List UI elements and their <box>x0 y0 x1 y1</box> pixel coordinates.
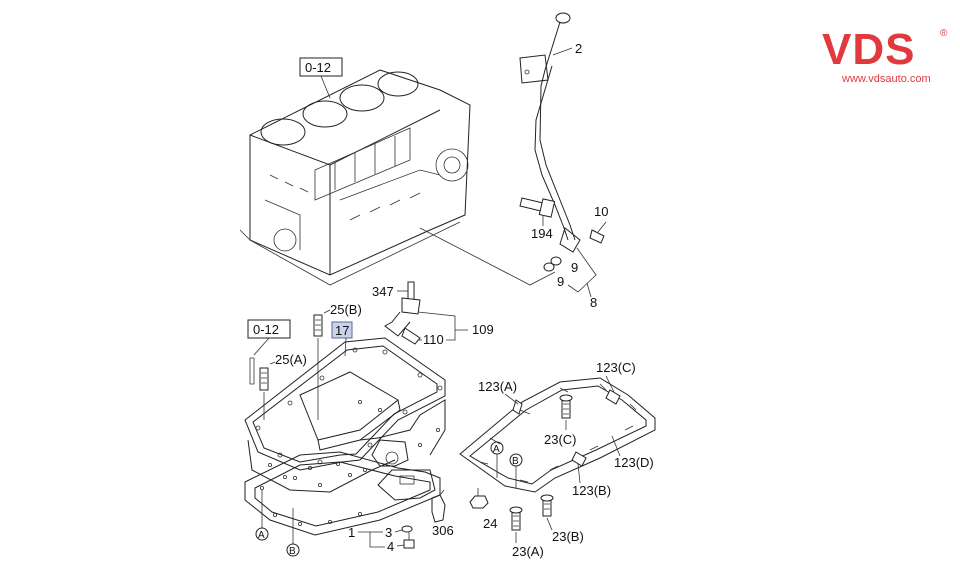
ref-box-pan: 0-12 <box>247 319 291 385</box>
ref-box-block: 0-12 <box>299 57 343 99</box>
marker-a-left: A <box>255 490 269 541</box>
engine-block <box>239 69 471 286</box>
upper-oil-pan <box>247 371 446 493</box>
callout-3: 3 <box>385 525 392 540</box>
marker-a-right: A <box>490 441 504 478</box>
callout-8: 8 <box>590 295 597 310</box>
registered-mark: ® <box>940 28 948 39</box>
callout-25a: 25(A) <box>275 352 307 367</box>
part-23b-bolt: 23(B) <box>540 494 584 544</box>
callout-110: 110 <box>423 332 444 347</box>
part-24-washer: 24 <box>469 488 497 531</box>
callout-2: 2 <box>575 41 582 56</box>
callout-10: 10 <box>594 204 608 219</box>
callout-194: 194 <box>531 226 553 241</box>
callout-9a: 9 <box>571 260 578 275</box>
part-17-highlight[interactable]: 17 <box>331 321 353 357</box>
callout-23c: 23(C) <box>544 432 577 447</box>
right-gasket <box>459 377 656 493</box>
callout-23b: 23(B) <box>552 529 584 544</box>
callout-123d: 123(D) <box>614 455 654 470</box>
callout-347: 347 <box>372 284 394 299</box>
vds-logo: VDS ® www.vdsauto.com <box>822 25 948 85</box>
callout-123a: 123(A) <box>478 379 517 394</box>
part-25a-bolt: 25(A) <box>259 352 307 420</box>
callout-24: 24 <box>483 516 497 531</box>
drain-plug-group: 1 3 4 <box>348 525 415 554</box>
callout-1: 1 <box>348 525 355 540</box>
marker-b-right: B <box>509 453 523 488</box>
part-25b-bolt: 25(B) <box>313 302 362 420</box>
callout-9b: 9 <box>557 274 564 289</box>
logo-text: VDS <box>822 25 915 74</box>
marker-b-left-label: B <box>289 546 296 557</box>
lower-oil-pan <box>244 451 441 536</box>
leader-engine-tube <box>419 227 556 286</box>
marker-b-right-label: B <box>512 456 519 467</box>
part-194-pin: 194 <box>519 197 556 241</box>
gasket-callouts: 123(A) 123(C) 123(D) 123(B) <box>478 360 654 498</box>
callout-123b: 123(B) <box>572 483 611 498</box>
callout-23a: 23(A) <box>512 544 544 559</box>
marker-a-right-label: A <box>493 444 500 455</box>
marker-b-left: B <box>286 508 300 557</box>
callout-4: 4 <box>387 539 394 554</box>
callout-123c: 123(C) <box>596 360 636 375</box>
callout-109: 109 <box>472 322 494 337</box>
part-23a-bolt: 23(A) <box>509 506 544 559</box>
strainer-group: 347 109 110 <box>372 281 494 347</box>
part-9-orings: 9 9 8 <box>543 247 597 310</box>
callout-306: 306 <box>432 523 454 538</box>
part-306-bracket: 306 <box>431 489 454 538</box>
part-23c-bolt: 23(C) <box>544 394 577 447</box>
ref-pan-label: 0-12 <box>253 322 279 337</box>
callout-25b: 25(B) <box>330 302 362 317</box>
dipstick-assembly: 2 <box>519 12 582 253</box>
marker-a-left-label: A <box>258 530 265 541</box>
part-10-bolt: 10 <box>589 204 608 244</box>
callout-17: 17 <box>335 323 349 338</box>
ref-block-label: 0-12 <box>305 60 331 75</box>
logo-url: www.vdsauto.com <box>841 73 931 85</box>
